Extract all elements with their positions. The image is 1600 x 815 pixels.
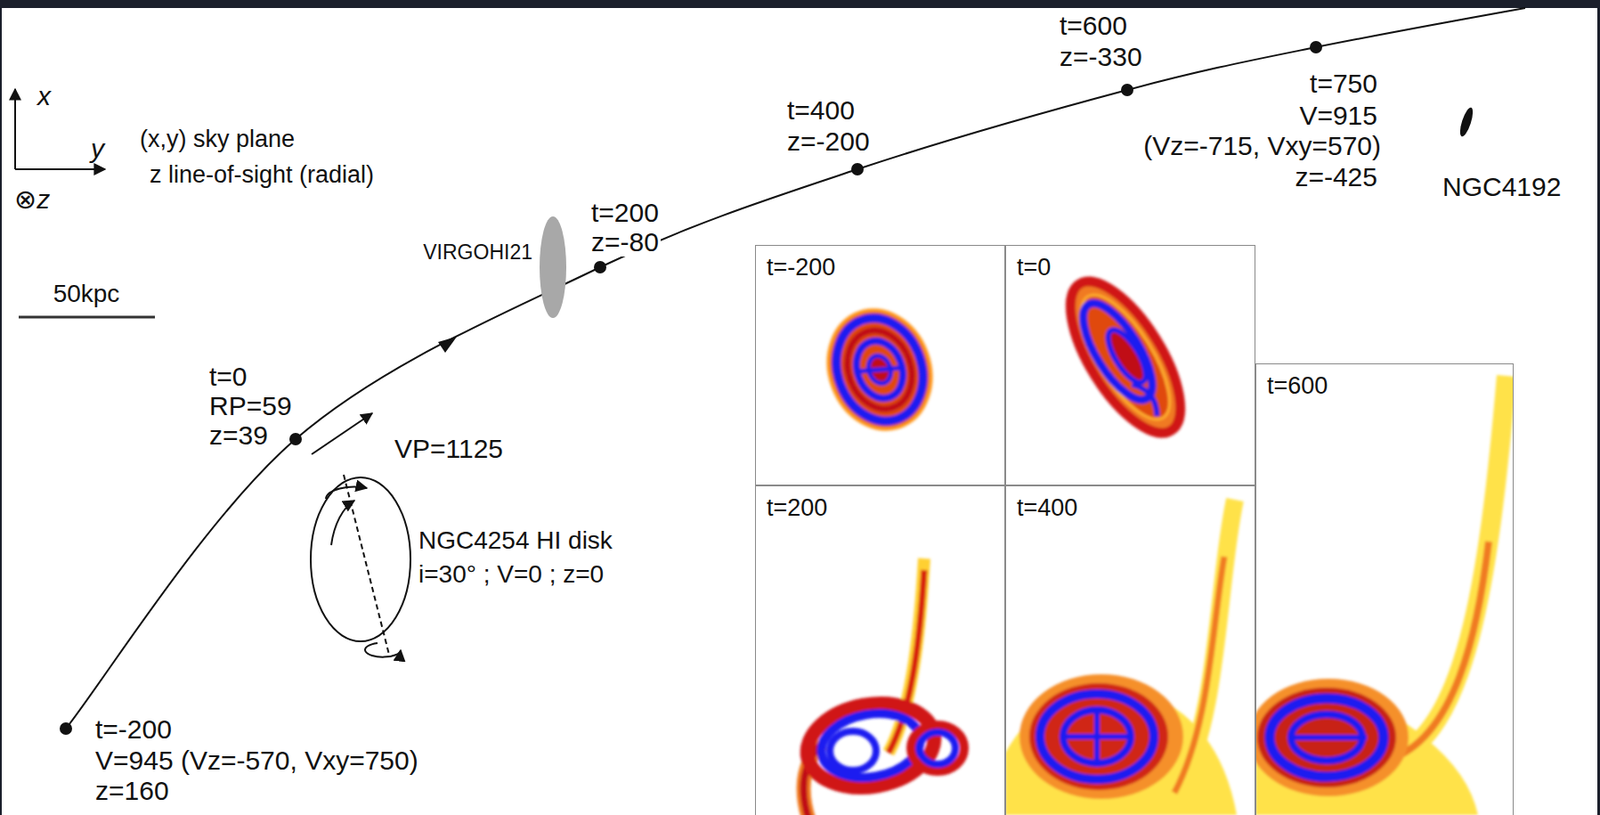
annotation-label: VIRGOHI21: [421, 241, 535, 264]
ellipse-shape: [919, 731, 956, 764]
annotation-label: t=750: [1307, 68, 1380, 98]
panel-time-label: t=400: [1016, 495, 1078, 522]
panel-time-label: t=600: [1267, 373, 1328, 400]
ellipse-shape: [1019, 674, 1184, 799]
orbit-points: [59, 40, 1323, 735]
annotation-label: z=-200: [785, 126, 872, 156]
annotation-label: ⊗z: [12, 184, 52, 214]
circle-shape: [1120, 83, 1134, 97]
panel-time-label: t=200: [766, 495, 828, 522]
simulation-panel: t=600: [1255, 363, 1514, 815]
annotation-label: (Vz=-715, Vxy=570): [1141, 130, 1383, 161]
path-shape: [1174, 556, 1225, 793]
annotation-label: V=945 (Vz=-570, Vxy=750): [93, 745, 421, 775]
annotation-label: t=600: [1057, 10, 1129, 41]
panel-time-label: t=-200: [766, 254, 836, 282]
line-shape: [343, 474, 390, 655]
ellipse-shape: [910, 724, 965, 772]
g-shape: [1005, 499, 1237, 815]
annotation-label: VP=1125: [392, 433, 505, 463]
simulation-panel: t=-200: [755, 244, 1006, 486]
ellipse-shape: [1064, 282, 1186, 431]
circle-shape: [289, 432, 302, 446]
g-shape: [1255, 375, 1507, 815]
annotation-label: NGC4192: [1440, 171, 1563, 202]
annotation-label: (x,y) sky plane: [138, 126, 297, 154]
path-shape: [325, 487, 367, 499]
ellipse-shape: [1269, 698, 1384, 777]
simulation-image: [812, 295, 948, 444]
path-shape: [859, 357, 900, 382]
simulation-panel: t=400: [1005, 485, 1256, 815]
virgohi21-cloud: [539, 216, 567, 318]
annotation-label: z=-330: [1057, 41, 1145, 72]
path-shape: [1178, 499, 1235, 788]
ellipse-shape: [829, 730, 877, 771]
simulation-image: [1005, 499, 1237, 815]
g-shape: [812, 295, 948, 444]
ellipse-shape: [310, 477, 411, 642]
orbit-trajectory: [65, 8, 1526, 729]
annotation-label: x: [35, 81, 53, 111]
velocity-arrow: [311, 413, 373, 455]
path-shape: [1291, 734, 1367, 740]
circle-shape: [59, 722, 73, 735]
annotation-label: RP=59: [207, 390, 294, 421]
g-shape: [1049, 265, 1203, 450]
ngc4254-disk: [310, 474, 411, 658]
direction-arrow: [438, 336, 457, 353]
g-shape: [800, 558, 965, 815]
path-shape: [1131, 379, 1162, 419]
ellipse-shape: [1029, 682, 1169, 790]
annotation-label: z=-80: [589, 227, 661, 257]
ngc4192-galaxy: [1457, 105, 1476, 138]
ellipse-shape: [812, 295, 948, 444]
annotation-label: 50kpc: [51, 280, 122, 309]
ellipse-shape: [1255, 678, 1409, 796]
simulation-panel: t=0: [1005, 244, 1256, 486]
ellipse-shape: [1049, 265, 1203, 450]
path-shape: [1388, 375, 1507, 760]
ellipse-shape: [848, 333, 911, 405]
annotation-label: z=39: [207, 420, 270, 450]
annotation-label: NGC4254 HI disk: [416, 527, 615, 555]
simulation-image: [1049, 265, 1203, 450]
circle-shape: [851, 162, 864, 176]
path-shape: [365, 642, 401, 658]
annotation-label: z=-425: [1292, 162, 1380, 192]
axes: [15, 89, 106, 170]
ellipse-shape: [1101, 324, 1154, 388]
annotation-label: t=0: [207, 361, 250, 391]
annotation-label: t=-200: [93, 714, 174, 744]
annotation-label: y: [89, 133, 106, 163]
ellipse-shape: [1063, 709, 1131, 764]
panel-time-label: t=0: [1016, 254, 1051, 282]
annotation-label: z=160: [93, 775, 171, 805]
circle-shape: [593, 260, 607, 274]
line-shape: [14, 89, 17, 170]
path-shape: [331, 500, 355, 545]
ellipse-shape: [1039, 693, 1154, 780]
annotation-label: t=200: [589, 197, 661, 228]
circle-shape: [1309, 40, 1323, 54]
ellipse-shape: [1257, 687, 1397, 788]
simulation-image: [800, 558, 965, 815]
ellipse-shape: [836, 321, 924, 419]
simulation-image: [1255, 375, 1507, 815]
simulation-panel: t=200: [755, 485, 1006, 815]
scale-bar: [18, 316, 155, 319]
annotation-label: V=915: [1297, 100, 1380, 130]
path-shape: [1063, 712, 1130, 762]
annotation-label: t=400: [785, 95, 857, 125]
annotation-label: i=30° ; V=0 ; z=0: [416, 560, 606, 589]
annotation-label: z line-of-sight (radial): [147, 162, 376, 189]
line-shape: [15, 168, 106, 171]
ellipse-shape: [822, 305, 938, 433]
